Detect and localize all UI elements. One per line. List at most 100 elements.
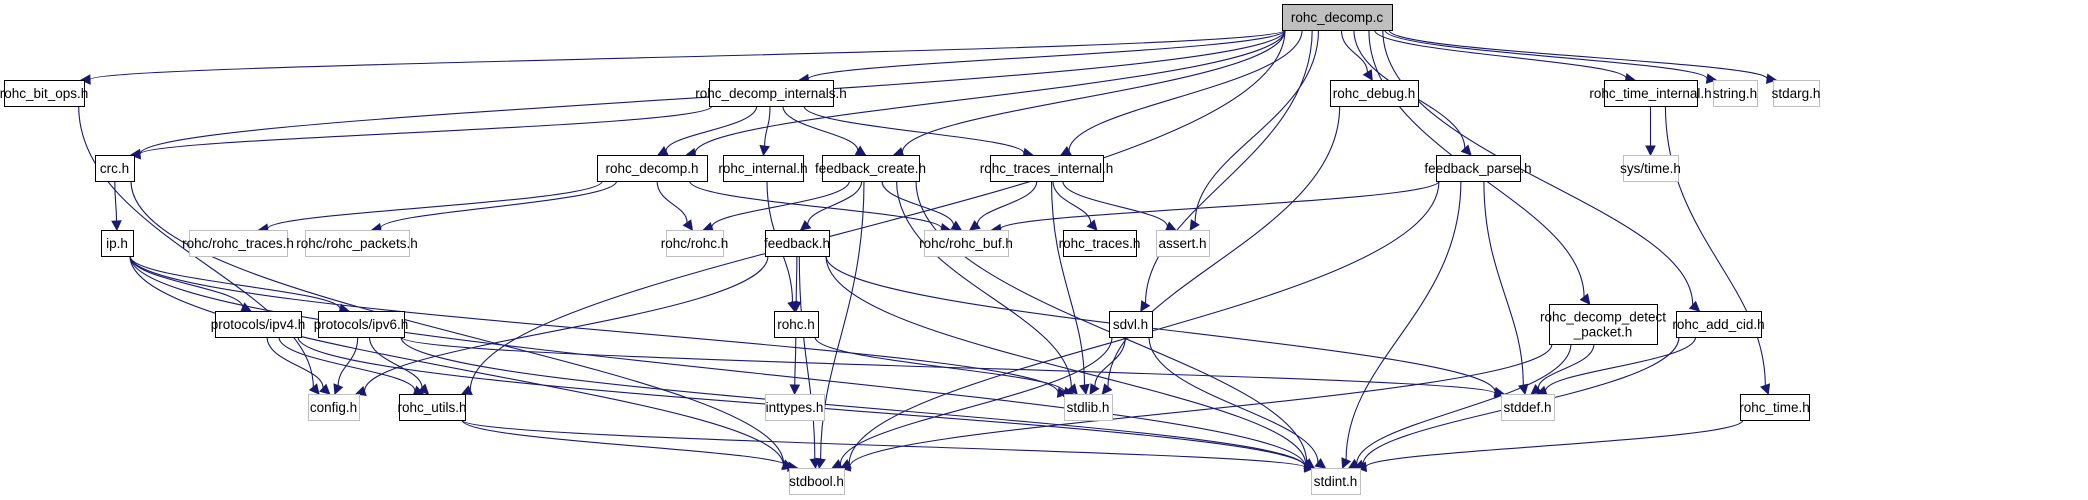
edge-line	[665, 105, 758, 152]
node-label: rohc_internal.h	[718, 161, 807, 176]
edge-line	[694, 29, 1286, 154]
node-rohc-decomp-c[interactable]: rohc_decomp.c	[1282, 4, 1393, 31]
arrowhead-icon	[682, 219, 694, 231]
node-rohc-debug-h[interactable]: rohc_debug.h	[1330, 80, 1419, 107]
edge-line	[1050, 180, 1086, 386]
arrowhead-icon	[809, 458, 821, 470]
node-crc-h[interactable]: crc.h	[95, 155, 135, 182]
node-label: sdvl.h	[1113, 317, 1148, 332]
node-rohc-time-internal-h[interactable]: rohc_time_internal.h	[1589, 80, 1712, 107]
edge-feedback_h-to-stdint_h	[825, 255, 1316, 470]
edge-line	[782, 105, 859, 151]
edge-line	[266, 336, 324, 388]
node-rohc-internal-h[interactable]: rohc_internal.h	[718, 155, 808, 182]
node-box	[308, 394, 360, 421]
edge-line	[400, 336, 1306, 467]
node-label: rohc_traces.h	[1059, 236, 1141, 251]
node-label: rohc/rohc_buf.h	[919, 236, 1013, 251]
node-sdvl-h[interactable]: sdvl.h	[1109, 311, 1153, 338]
edge-protocols_ipv6_h-to-rohc_utils_h	[368, 336, 430, 395]
node-rohc-traces-internal-h[interactable]: rohc_traces_internal.h	[980, 155, 1114, 182]
edge-line	[1068, 29, 1303, 151]
node-box	[1604, 80, 1698, 107]
edge-line	[114, 180, 118, 222]
node-label: sys/time.h	[1620, 161, 1681, 176]
node-box	[95, 155, 135, 182]
node-box	[1501, 394, 1555, 421]
arrowhead-icon	[1164, 221, 1177, 232]
node-rohc-decomp-detect-packet-h[interactable]: rohc_decomp_detect_packet.h	[1540, 304, 1666, 345]
arrowhead-icon	[1140, 300, 1151, 312]
node-rohc-decomp-internals-h[interactable]: rohc_decomp_internals.h	[695, 80, 847, 107]
node-feedback-create-h[interactable]: feedback_create.h	[815, 155, 926, 182]
arrowhead-icon	[1460, 144, 1472, 156]
edge-line	[1365, 419, 1744, 468]
arrowhead-icon	[1362, 69, 1373, 81]
node-label: rohc_decomp_detect	[1540, 310, 1666, 325]
node-rohc-decomp-h[interactable]: rohc_decomp.h	[597, 155, 708, 182]
edge-line	[129, 255, 784, 466]
edge-rohc_decomp_detect_packet_h-to-stddef_h	[1530, 343, 1595, 395]
edge-line	[901, 29, 1286, 153]
node-label: ip.h	[106, 236, 128, 251]
node-rohc-utils-h[interactable]: rohc_utils.h	[397, 394, 467, 421]
edge-line	[139, 105, 713, 155]
arrowhead-icon	[1066, 383, 1078, 395]
node-feedback-parse-h[interactable]: feedback_parse.h	[1424, 155, 1532, 182]
edge-rohc_decomp_c-to-rohc_traces_internal_h	[1060, 29, 1303, 156]
node-label: stddef.h	[1503, 400, 1551, 415]
edge-feedback_h-to-stddef_h	[825, 255, 1506, 398]
nodes-layer: rohc_decomp.c rohc_bit_ops.h rohc_decomp_i…	[0, 4, 1820, 495]
node-ip-h[interactable]: ip.h	[101, 230, 134, 257]
edge-rohc_debug_h-to-stdlib_h	[1101, 105, 1341, 395]
edge-sdvl_h-to-stdlib_h	[1089, 336, 1126, 395]
node-box	[1713, 80, 1758, 107]
node-label: rohc_time_internal.h	[1589, 86, 1711, 101]
node-box	[1330, 80, 1419, 107]
arrowhead-icon	[129, 148, 141, 160]
node-protocols-ipv6-h[interactable]: protocols/ipv6.h	[314, 311, 409, 338]
edge-protocols_ipv6_h-to-stddef_h	[400, 336, 1506, 399]
edge-feedback_parse_h-to-stddef_h	[1483, 180, 1529, 396]
edge-line	[461, 419, 1306, 468]
node-protocols-ipv4-h[interactable]: protocols/ipv4.h	[211, 311, 306, 338]
node-box	[1549, 304, 1658, 345]
node-label: stdlib.h	[1067, 400, 1110, 415]
node-box	[1282, 4, 1393, 31]
edge-line	[129, 255, 341, 310]
arrowhead-icon	[417, 383, 430, 395]
node-label: rohc_traces_internal.h	[980, 161, 1114, 176]
node-sys-time-h: sys/time.h	[1620, 155, 1681, 182]
node-rohc-add-cid-h[interactable]: rohc_add_cid.h	[1672, 311, 1765, 338]
node-stdarg-h: stdarg.h	[1772, 80, 1820, 107]
node-label: rohc/rohc.h	[661, 236, 729, 251]
node-box	[1676, 311, 1762, 338]
edge-rohc_time_internal_h-to-sys_time_h	[1645, 106, 1656, 157]
node-label: rohc_debug.h	[1333, 86, 1416, 101]
edge-line	[1107, 105, 1341, 388]
edge-rohc_traces_internal_h-to-assert_h	[1062, 180, 1177, 232]
node-box	[318, 311, 405, 338]
node-rohc-bit-ops-h[interactable]: rohc_bit_ops.h	[0, 80, 88, 107]
edge-rohc_traces_internal_h-to-rohc_rohc_buf_h	[969, 180, 1038, 231]
node-feedback-h[interactable]: feedback.h	[764, 230, 830, 257]
edge-line	[1537, 343, 1595, 389]
arrowhead-icon	[308, 383, 320, 395]
edge-rohc_time_internal_h-to-rohc_time_h	[1664, 105, 1771, 396]
node-rohc-h[interactable]: rohc.h	[774, 311, 819, 338]
edge-line	[794, 336, 797, 386]
node-rohc-time-h[interactable]: rohc_time.h	[1739, 394, 1810, 421]
node-box	[4, 80, 85, 107]
node-label: rohc_decomp.c	[1291, 10, 1384, 25]
node-box	[1156, 230, 1210, 257]
edge-rohc_decomp_c-to-feedback_create_h	[892, 29, 1286, 158]
arrowhead-icon	[1056, 387, 1069, 398]
node-rohc-rohc-traces-h: rohc/rohc_traces.h	[182, 230, 294, 257]
edge-rohc_decomp_c-to-stdarg_h	[1388, 29, 1778, 85]
edge-line	[849, 343, 1553, 467]
edge-line	[400, 336, 1496, 394]
node-rohc-traces-h[interactable]: rohc_traces.h	[1059, 230, 1141, 257]
edge-line	[1062, 180, 1168, 227]
edge-line	[825, 255, 1496, 393]
node-stdlib-h: stdlib.h	[1064, 394, 1113, 421]
